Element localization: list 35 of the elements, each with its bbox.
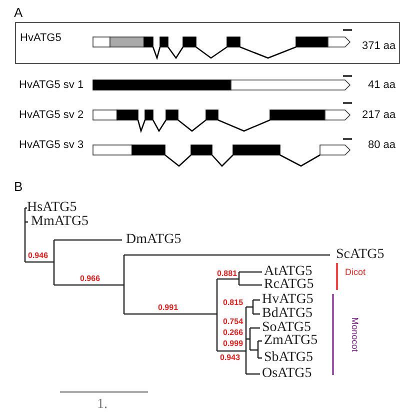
- gene-name: HvATG5 sv 1: [19, 80, 84, 91]
- taxon-label: HvATG5: [262, 293, 314, 307]
- support-value: 0.946: [28, 252, 48, 260]
- taxon-label: SoATG5: [262, 321, 312, 335]
- scale-value: 1.: [97, 398, 108, 412]
- panel-letter: A: [14, 6, 23, 19]
- taxon-label: SbATG5: [264, 351, 314, 365]
- support-value: 0.754: [223, 318, 244, 326]
- support-value: 0.881: [217, 270, 238, 278]
- support-value: 0.266: [223, 329, 244, 337]
- taxon-label: RcATG5: [264, 278, 314, 292]
- taxon-label: DmATG5: [126, 233, 182, 247]
- taxon-label: HsATG5: [27, 201, 77, 215]
- taxon-label: ZmATG5: [264, 334, 318, 348]
- gene-name: HvATG5 sv 2: [19, 110, 84, 121]
- protein-length: 41 aa: [368, 80, 396, 91]
- taxon-label: AtATG5: [264, 265, 312, 279]
- gene-name: HvATG5: [20, 33, 62, 44]
- taxon-label: MmATG5: [31, 215, 89, 229]
- support-value: 0.999: [223, 340, 244, 348]
- panel-letter: B: [14, 180, 23, 193]
- protein-length: 371 aa: [362, 41, 396, 52]
- taxon-label: ScATG5: [336, 248, 384, 262]
- clade-label: Dicot: [345, 268, 366, 277]
- protein-length: 217 aa: [362, 110, 396, 121]
- support-value: 0.991: [158, 304, 178, 312]
- taxon-label: BdATG5: [262, 307, 313, 321]
- support-value: 0.966: [80, 275, 100, 283]
- protein-length: 80 aa: [368, 140, 396, 151]
- taxon-label: OsATG5: [262, 367, 312, 381]
- support-value: 0.815: [223, 299, 244, 307]
- gene-name: HvATG5 sv 3: [19, 140, 84, 151]
- clade-label: Monocot: [350, 317, 359, 352]
- support-value: 0.943: [220, 354, 240, 362]
- gene-panel: [15, 22, 400, 64]
